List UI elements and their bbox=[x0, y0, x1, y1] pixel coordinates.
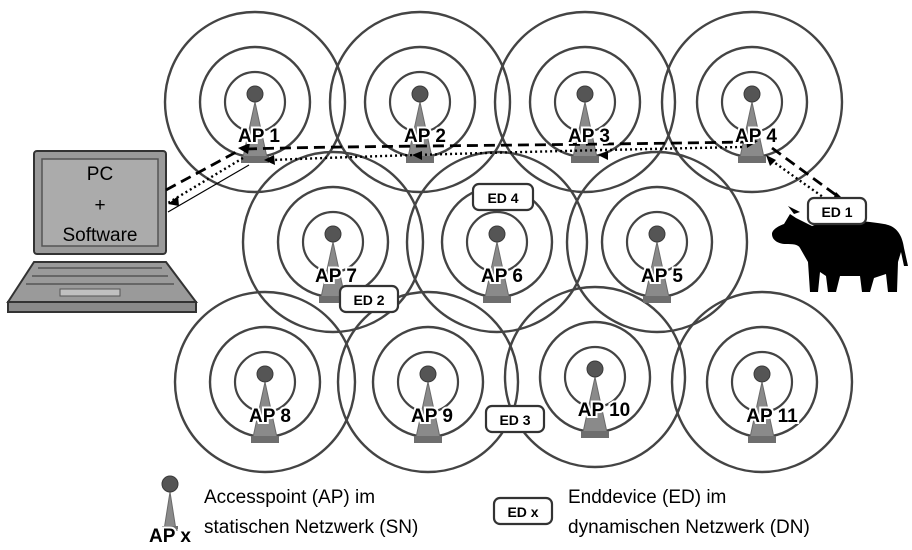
antenna-base bbox=[319, 296, 347, 303]
arrowhead-ap1-return bbox=[264, 155, 275, 165]
connection-lines bbox=[165, 137, 846, 213]
antenna-base bbox=[241, 156, 269, 163]
ap-label: AP 10 bbox=[578, 400, 630, 421]
coverage-ring-outer bbox=[336, 290, 520, 474]
antenna-base bbox=[748, 436, 776, 443]
ed-label: ED 1 bbox=[821, 204, 852, 220]
laptop-icon bbox=[6, 150, 198, 313]
ap-label: AP 11 bbox=[746, 406, 798, 427]
antenna-base bbox=[643, 296, 671, 303]
arrowhead-ap4 bbox=[746, 137, 758, 148]
ap-label: AP 7 bbox=[315, 266, 357, 287]
pc-label: PC bbox=[87, 164, 113, 185]
ap-label: AP 4 bbox=[735, 126, 777, 147]
dashed-link-pc-ap1 bbox=[165, 148, 241, 192]
access-point-masts bbox=[241, 85, 776, 443]
legend-ap-symbol-label: AP x bbox=[149, 526, 191, 547]
ed-label: ED 4 bbox=[487, 190, 518, 206]
antenna-head bbox=[743, 85, 761, 103]
pc-plus: + bbox=[94, 195, 105, 216]
legend-ed-box bbox=[492, 496, 554, 526]
coverage-ring-outer bbox=[660, 10, 844, 194]
antenna-icon bbox=[161, 475, 179, 531]
dashed-link-ap1-ap4 bbox=[245, 140, 746, 151]
legend-ap-line2: statischen Netzwerk (SN) bbox=[204, 517, 418, 538]
coverage-ring-outer bbox=[493, 10, 677, 194]
antenna-icon bbox=[643, 225, 671, 303]
coverage-ring-outer bbox=[565, 150, 749, 334]
arrowhead-ap4-return bbox=[766, 155, 776, 166]
antenna-head bbox=[488, 225, 506, 243]
ap-coverage-rings bbox=[565, 150, 749, 334]
antenna-head bbox=[419, 365, 437, 383]
dotted-link-ap1-pc bbox=[167, 156, 244, 205]
antenna-base bbox=[406, 156, 434, 163]
solid-link-ap1-pc bbox=[167, 164, 250, 213]
cow-icon bbox=[772, 206, 908, 292]
antenna-head bbox=[586, 360, 604, 378]
end-device-ed2: ED 2 bbox=[338, 284, 400, 314]
arrowhead-ap3 bbox=[598, 151, 608, 160]
dashed-link-ap4-ed1 bbox=[771, 146, 841, 200]
antenna-head bbox=[256, 365, 274, 383]
antenna-icon bbox=[319, 225, 347, 303]
antenna-icon bbox=[406, 85, 434, 163]
antenna-icon bbox=[483, 225, 511, 303]
legend-ed-line1: Enddevice (ED) im bbox=[568, 487, 726, 508]
ap-label: AP 5 bbox=[641, 266, 683, 287]
coverage-ring-outer bbox=[241, 150, 425, 334]
antenna-head bbox=[246, 85, 264, 103]
ed-label: ED 2 bbox=[353, 292, 384, 308]
coverage-ring-outer bbox=[163, 10, 347, 194]
coverage-ring-outer bbox=[173, 290, 357, 474]
antenna-icon bbox=[738, 85, 766, 163]
legend: AP x Accesspoint (AP) im statischen Netz… bbox=[147, 475, 810, 549]
legend-ap-line1: Accesspoint (AP) im bbox=[204, 487, 375, 508]
coverage-ring-outer bbox=[328, 10, 512, 194]
antenna-base bbox=[738, 156, 766, 163]
ap-label: AP 3 bbox=[568, 126, 610, 147]
antenna-base bbox=[414, 436, 442, 443]
antenna-icon bbox=[748, 365, 776, 443]
end-device-ed4: ED 4 bbox=[471, 182, 535, 212]
antenna-head bbox=[576, 85, 594, 103]
antenna-icon bbox=[251, 365, 279, 443]
legend-ed-line2: dynamischen Netzwerk (DN) bbox=[568, 517, 810, 538]
ap-label: AP 6 bbox=[481, 266, 523, 287]
antenna-icon bbox=[571, 85, 599, 163]
antenna-head bbox=[753, 365, 771, 383]
antenna-base bbox=[483, 296, 511, 303]
arrowhead-ap1 bbox=[238, 143, 250, 154]
dotted-link-ap4-ap1 bbox=[271, 145, 743, 162]
arrowhead-ap2 bbox=[412, 151, 422, 160]
ap-label: AP 8 bbox=[249, 406, 291, 427]
ap-label: AP 1 bbox=[238, 126, 280, 147]
ap-coverage-rings bbox=[503, 285, 687, 469]
arrowhead-pc bbox=[168, 196, 179, 206]
pc-software-label: Software bbox=[63, 225, 138, 246]
end-device-ed3: ED 3 bbox=[484, 404, 546, 434]
antenna-base bbox=[571, 156, 599, 163]
antenna-icon bbox=[581, 360, 609, 438]
legend-ed-symbol-label: ED x bbox=[507, 504, 538, 520]
ap-label: AP 9 bbox=[411, 406, 453, 427]
antenna-head bbox=[324, 225, 342, 243]
coverage-ring-outer bbox=[503, 285, 687, 469]
antenna-head bbox=[648, 225, 666, 243]
end-device-ed1: ED 1 bbox=[806, 196, 868, 226]
antenna-base bbox=[251, 436, 279, 443]
ap-label: AP 2 bbox=[404, 126, 446, 147]
coverage-ring-outer bbox=[670, 290, 854, 474]
antenna-icon bbox=[414, 365, 442, 443]
ed-label: ED 3 bbox=[499, 412, 530, 428]
antenna-head bbox=[411, 85, 429, 103]
coverage-rings bbox=[163, 10, 854, 474]
antenna-base bbox=[581, 431, 609, 438]
ap-labels: AP 1 AP 2 AP 3 AP 4 AP 5 AP 6 AP 7 AP 8 … bbox=[236, 124, 800, 429]
